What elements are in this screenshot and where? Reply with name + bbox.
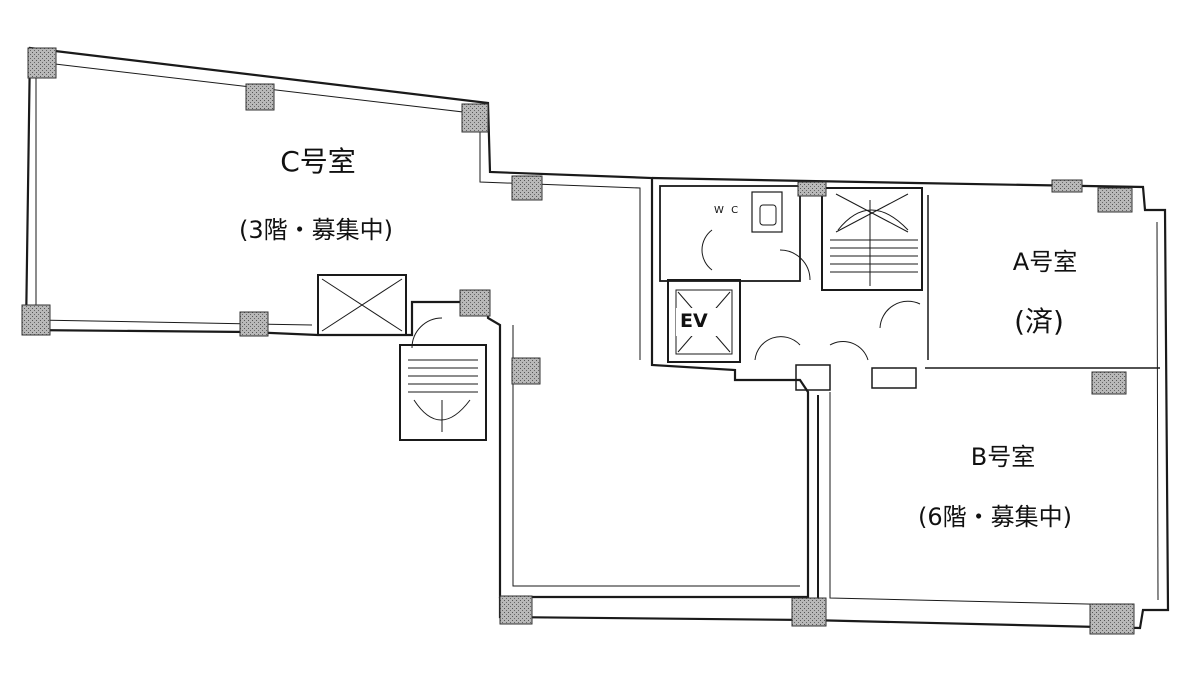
room-c-name: C号室 bbox=[280, 145, 356, 178]
elevator-label-bg bbox=[676, 308, 720, 336]
room-a-status: (済) bbox=[1014, 305, 1064, 338]
room-b-name: B号室 bbox=[970, 443, 1036, 471]
columns bbox=[21, 47, 1135, 635]
room-b-status: (6階・募集中) bbox=[918, 503, 1072, 531]
room-c-status: (3階・募集中) bbox=[239, 216, 393, 244]
left-stair bbox=[317, 274, 487, 441]
toilet-label: W C bbox=[714, 205, 741, 216]
core-area bbox=[659, 185, 923, 391]
elevator-label: EV bbox=[680, 310, 708, 332]
room-a-name: A号室 bbox=[1012, 248, 1078, 276]
